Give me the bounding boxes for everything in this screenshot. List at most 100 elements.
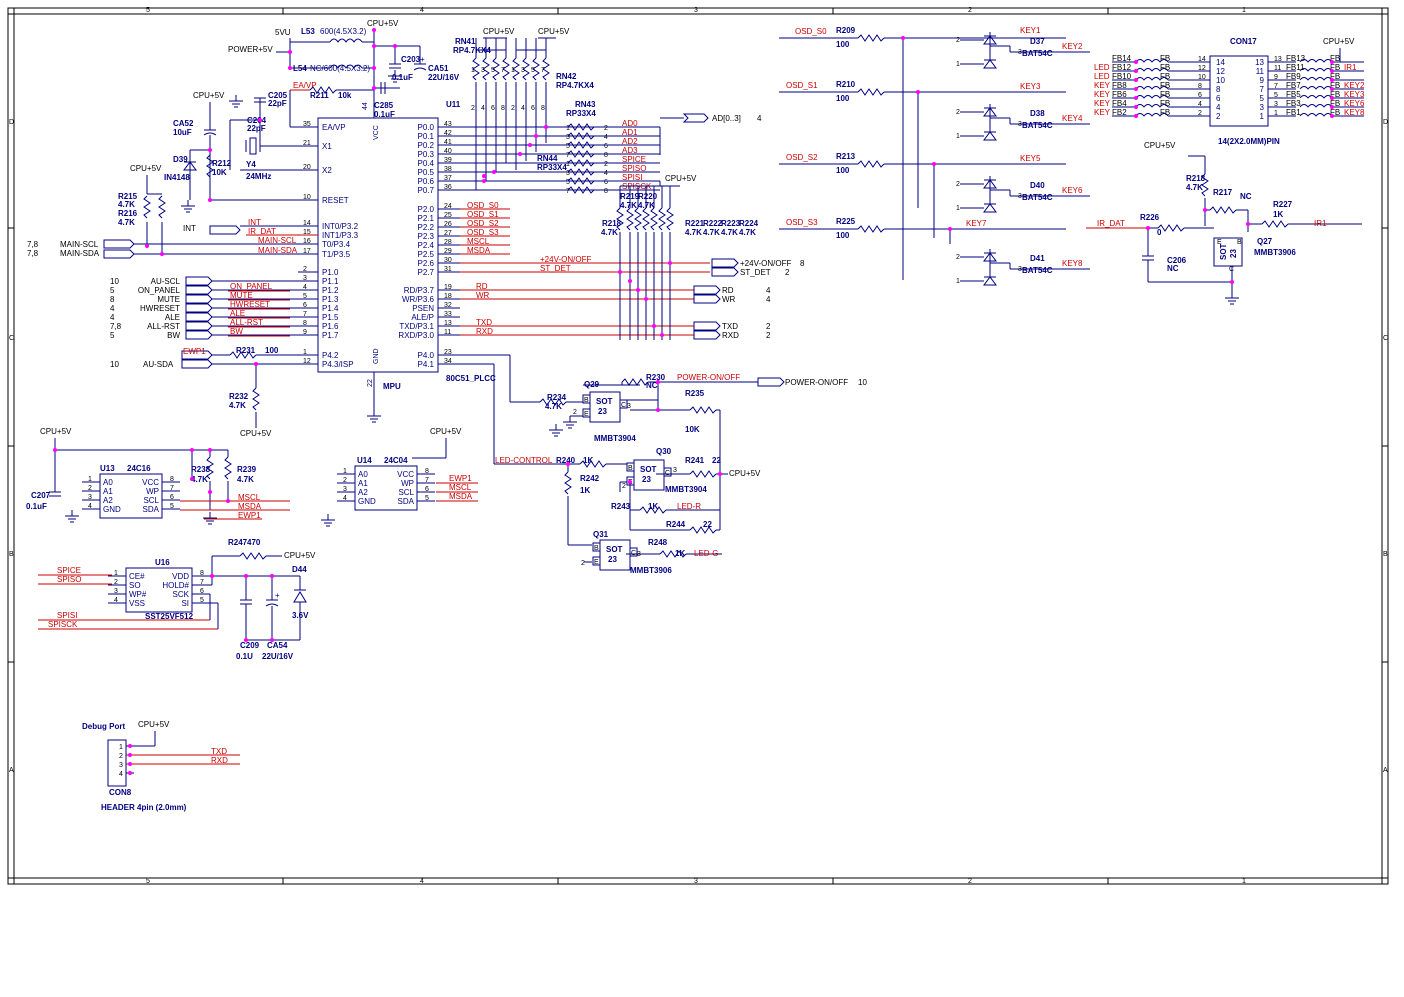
ferrite-label: FB <box>1330 81 1340 90</box>
cpu5v-rn42: CPU+5V <box>538 27 570 36</box>
junction-dot <box>226 499 230 503</box>
junction-dot <box>656 408 660 412</box>
chip-pin-number: 7 <box>425 477 429 484</box>
chip-pin-number: 1 <box>343 468 347 475</box>
transistor-pin-b <box>626 462 635 472</box>
mpu-right-pin-label: P0.0 <box>418 123 435 132</box>
chip-pin-label: VSS <box>129 599 145 608</box>
con17-right-net: KEY6 <box>1344 99 1365 108</box>
diode-symbol <box>983 179 997 189</box>
osd-res-val: 100 <box>836 94 850 103</box>
r238-ref: R238 <box>191 465 211 474</box>
junction-dot <box>393 44 397 48</box>
junction-dot <box>932 162 936 166</box>
mpu-right-pin-label: P2.2 <box>418 223 435 232</box>
output-port-symbol <box>693 285 721 295</box>
ground-symbols <box>65 70 1239 527</box>
d39-val: IN4148 <box>164 173 190 182</box>
u13-ref: U13 <box>100 464 115 473</box>
p2-net-label: ST_DET <box>540 264 571 273</box>
junction-dot <box>288 50 292 54</box>
mpu-right-pin-label: P0.2 <box>418 141 435 150</box>
r212-ref: R212 <box>212 159 232 168</box>
p1-red-net: ALL-RST <box>230 318 263 327</box>
mpu-left-pin-number: 17 <box>303 248 311 255</box>
mpu-left-pin-label: P1.4 <box>322 304 339 313</box>
mpu-right-pin-number: 23 <box>444 349 452 356</box>
osd-res-ref: R225 <box>836 217 856 226</box>
osd-key-net: KEY5 <box>1020 154 1041 163</box>
u14-net-mscl: MSCL <box>449 483 472 492</box>
mpu-right-pin-number: 38 <box>444 166 452 173</box>
ferrite-symbol <box>1299 104 1333 108</box>
debug-pin-number: 2 <box>119 753 123 760</box>
c207-ref: C207 <box>31 491 51 500</box>
r244-ref: R244 <box>666 520 686 529</box>
c204-val: 22pF <box>247 124 266 133</box>
con17-left-net: LED <box>1094 63 1110 72</box>
transistor-pin-c-label: C <box>631 550 636 557</box>
p1-net-label: MUTE <box>157 295 180 304</box>
output-port-label: +24V-ON/OFF <box>740 259 791 268</box>
junction-dot <box>190 448 194 452</box>
cpu5v-debug: CPU+5V <box>138 720 170 729</box>
p0-net-label: AD0 <box>622 119 638 128</box>
junction-dot <box>244 574 248 578</box>
chip-pin-number: 2 <box>88 485 92 492</box>
chip-pin-label: WP <box>401 479 414 488</box>
ferrite-symbol <box>1135 68 1169 72</box>
r215-val: 4.7K <box>118 200 135 209</box>
p0-net-label: AD2 <box>622 137 638 146</box>
junction-dot <box>1134 78 1138 82</box>
rpack-pin-number: 6 <box>491 105 495 112</box>
junction-dot <box>254 362 258 366</box>
ferrite-ref: FB12 <box>1112 63 1132 72</box>
r235-val: 10K <box>685 425 700 434</box>
junction-dot <box>208 490 212 494</box>
p1-net-label: BW <box>167 331 180 340</box>
frame-right-C: C <box>1383 335 1388 342</box>
ferrite-symbol <box>1299 113 1333 117</box>
mpu-right-pin-number: 40 <box>444 148 452 155</box>
p0-net-label: SPISI <box>622 173 642 182</box>
rpack-pin-number: 5 <box>531 67 535 74</box>
junction-dot <box>656 380 660 384</box>
ferrite-ref: FB14 <box>1112 54 1132 63</box>
v5-label: 5VU <box>275 28 291 37</box>
sheet-frame: 5 4 3 2 1 5 4 3 2 1 D C B A D C B A <box>7 7 1389 885</box>
r240-val: 1K <box>583 456 593 465</box>
frame-right-B: B <box>1383 551 1388 558</box>
p1-red-net: ON_PANEL <box>230 282 273 291</box>
transistor-pin-b <box>582 394 591 404</box>
ferrite-label: FB <box>1330 72 1340 81</box>
r215-ref: R215 <box>118 192 138 201</box>
junction-dot <box>53 448 57 452</box>
mpu-left-pin-number: 6 <box>303 302 307 309</box>
con17-left-net: KEY <box>1094 99 1111 108</box>
debug-pin-number: 3 <box>119 762 123 769</box>
r230-ref: R230 <box>646 373 666 382</box>
ferrite-label: FB <box>1160 81 1170 90</box>
junction-dot <box>1330 60 1334 64</box>
junction-dot <box>1330 96 1334 100</box>
pullup-val: 4.7K <box>721 228 738 237</box>
mpu-left-pin-label: P1.6 <box>322 322 339 331</box>
mpu-right-pin-number: 28 <box>444 239 452 246</box>
output-port-label: RD <box>722 286 734 295</box>
ferrite-symbol <box>1135 86 1169 90</box>
junction-dot <box>948 227 952 231</box>
mpu-right-pin-label: P0.7 <box>418 186 435 195</box>
osd-resistor <box>857 225 885 233</box>
con17-right-pin: 13 <box>1255 58 1264 67</box>
con17-left-pin: 12 <box>1216 67 1225 76</box>
mpu-left-pin-label: P1.1 <box>322 277 339 286</box>
q27-ref: Q27 <box>1257 237 1273 246</box>
rpack-pin-number: 5 <box>566 179 570 186</box>
power5v-label: POWER+5V <box>228 45 273 54</box>
diode-key-net: KEY8 <box>1062 259 1083 268</box>
junction-dot <box>644 297 648 301</box>
